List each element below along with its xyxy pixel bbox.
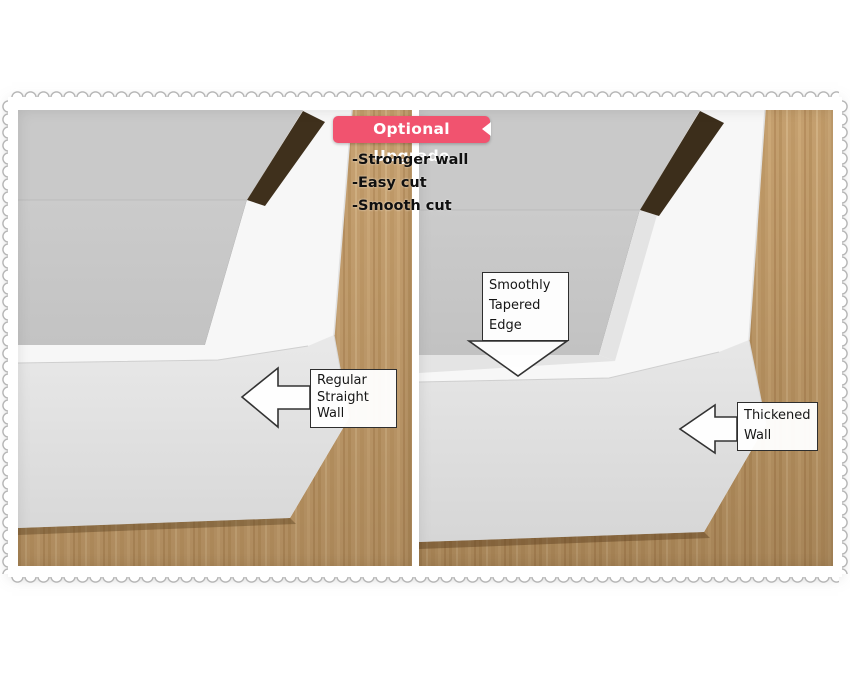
- thickened-wall-render: [419, 110, 833, 566]
- label-line: Smoothly: [489, 278, 551, 293]
- wall-front-face: [419, 340, 766, 542]
- label-line: Tapered: [489, 298, 541, 313]
- tapered-edge-label: Smoothly Tapered Edge: [482, 272, 569, 341]
- wall-ground-shadow: [18, 518, 296, 535]
- rim-edge-line: [419, 351, 720, 383]
- label-line: Regular: [317, 373, 367, 388]
- left-product-image: [18, 110, 412, 566]
- rim-edge-line: [18, 345, 309, 364]
- label-line: Wall: [744, 428, 772, 443]
- right-product-image: [419, 110, 833, 566]
- bullet-smooth-cut: -Smooth cut: [352, 198, 452, 214]
- optional-upgrade-banner: Optional Upgrade: [333, 116, 491, 165]
- wall-front-face: [18, 335, 349, 528]
- regular-wall-arrow: [240, 366, 311, 429]
- thickened-wall-label: Thickened Wall: [737, 402, 818, 451]
- outer-edge-line: [748, 110, 766, 341]
- bullet-stronger-wall: -Stronger wall: [352, 152, 469, 168]
- regular-wall-render: [18, 110, 412, 566]
- bullet-easy-cut: -Easy cut: [352, 175, 427, 191]
- interior-back-wall: [18, 110, 303, 200]
- outer-edge-line: [333, 110, 353, 336]
- tapered-bevel-upper: [599, 210, 657, 361]
- label-line: Straight: [317, 389, 369, 405]
- feature-bullets: -Stronger wall -Easy cut -Smooth cut: [352, 149, 468, 218]
- shadow-gap: [640, 111, 724, 216]
- wall-ground-shadow: [419, 532, 710, 549]
- container-floor: [18, 200, 247, 345]
- label-line: Edge: [489, 318, 522, 333]
- tapered-edge-arrow: [466, 340, 570, 377]
- thickened-wall-arrow: [678, 403, 738, 455]
- regular-wall-label: Regular Straight Wall: [310, 369, 397, 428]
- shadow-gap: [247, 111, 325, 206]
- label-line: Thickened: [744, 408, 811, 423]
- banner-label: Optional Upgrade: [373, 120, 450, 165]
- label-line: Wall: [317, 406, 345, 421]
